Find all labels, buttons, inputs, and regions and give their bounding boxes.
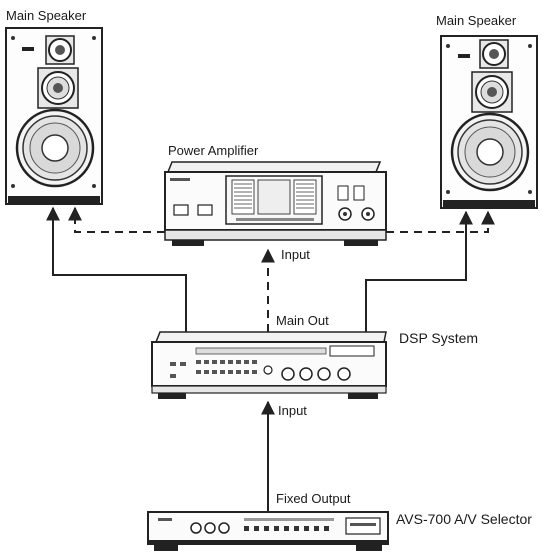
power-amplifier-unit xyxy=(164,161,387,246)
avs-selector-label: AVS-700 A/V Selector xyxy=(396,511,532,527)
dsp-to-left-speaker-line xyxy=(46,206,187,332)
left-speaker-label: Main Speaker xyxy=(6,8,87,23)
dsp-input-label: Input xyxy=(278,403,307,418)
dsp-to-right-speaker-line xyxy=(365,210,473,332)
dsp-system-label: DSP System xyxy=(399,330,479,346)
avs-selector-unit xyxy=(147,511,389,551)
main-out-label: Main Out xyxy=(276,313,329,328)
right-main-speaker xyxy=(440,35,538,209)
connection-lines xyxy=(46,206,473,512)
fixed-output-label: Fixed Output xyxy=(276,491,351,506)
power-amplifier-label: Power Amplifier xyxy=(168,143,259,158)
dsp-system-unit xyxy=(151,331,387,399)
amp-to-right-speaker-line xyxy=(386,210,495,233)
right-speaker-label: Main Speaker xyxy=(436,13,517,28)
amp-to-left-speaker-line xyxy=(68,206,165,233)
dashed-connection-lines xyxy=(68,206,495,332)
left-main-speaker xyxy=(5,27,103,205)
amp-input-label: Input xyxy=(281,247,310,262)
